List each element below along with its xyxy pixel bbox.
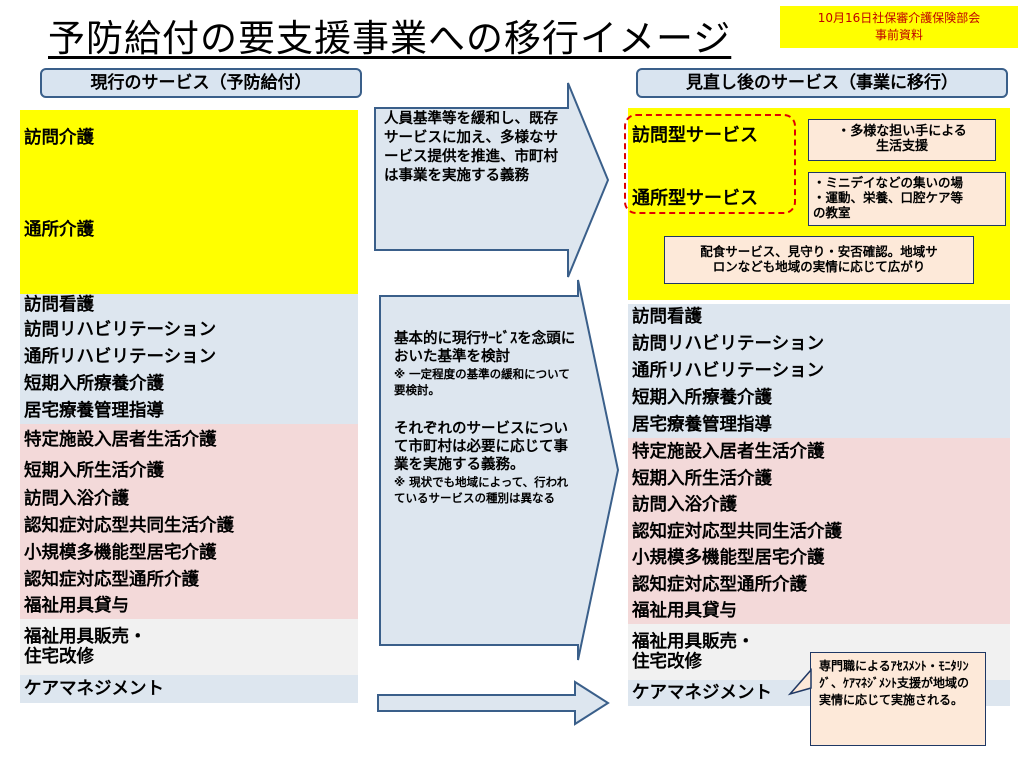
- source-note-line-1: 10月16日社保審介護保険部会: [817, 11, 981, 25]
- current-services-header: 現行のサービス（予防給付）: [40, 68, 362, 98]
- right-service-item: 福祉用具貸与: [628, 598, 1010, 624]
- arrow-middle-p1: 基本的に現行ｻｰﾋﾞｽを念頭においた基準を検討: [394, 331, 576, 365]
- moved-services-dashed-frame: [624, 114, 796, 214]
- left-service-item: 訪問入浴介護: [20, 486, 358, 512]
- left-service-item: 福祉用具販売・ 住宅改修: [20, 619, 358, 675]
- right-service-item: 特定施設入居者生活介護: [628, 438, 1010, 465]
- right-service-item: 訪問リハビリテーション: [628, 330, 1010, 357]
- revised-services-list: 訪問看護訪問リハビリテーション通所リハビリテーション短期入所療養介護居宅療養管理…: [628, 304, 1010, 706]
- page-title: 予防給付の要支援事業への移行イメージ: [48, 17, 732, 60]
- right-service-item: 訪問入浴介護: [628, 492, 1010, 518]
- left-service-item: 認知症対応型通所介護: [20, 566, 358, 593]
- right-service-item: 小規模多機能型居宅介護: [628, 545, 1010, 571]
- right-service-item: 訪問看護: [628, 304, 1010, 330]
- arrow-middle-p1-note: ※ 一定程度の基準の緩和について要検討。: [394, 367, 570, 397]
- arrow-top-text: 人員基準等を緩和し、既存サービスに加え、多様なサービス提供を推進、市町村は事業を…: [384, 111, 558, 184]
- left-service-item: ケアマネジメント: [20, 675, 358, 703]
- left-service-item: 特定施設入居者生活介護: [20, 424, 358, 455]
- callout-diverse-support: ・多様な担い手による 生活支援: [808, 119, 996, 161]
- arrow-middle-p2-note: ※ 現状でも地域によって、行われているサービスの種別は異なる: [394, 475, 569, 505]
- left-service-item: 訪問リハビリテーション: [20, 316, 358, 343]
- arrow-middle-text: 基本的に現行ｻｰﾋﾞｽを念頭においた基準を検討 ※ 一定程度の基準の緩和について…: [394, 330, 576, 506]
- current-services-list: 訪問介護通所介護訪問看護訪問リハビリテーション通所リハビリテーション短期入所療養…: [20, 110, 358, 703]
- left-service-item: 短期入所生活介護: [20, 455, 358, 486]
- right-service-item: 短期入所生活介護: [628, 465, 1010, 492]
- arrow-top: [374, 82, 610, 278]
- source-note: 10月16日社保審介護保険部会 事前資料: [780, 6, 1018, 48]
- right-service-item: 通所リハビリテーション: [628, 357, 1010, 384]
- visit-type-service: 訪問型サービス: [632, 125, 758, 146]
- callout-meal-service: 配食サービス、見守り・安否確認。地域サ ロンなども地域の実情に応じて広がり: [664, 236, 974, 284]
- left-service-item: 通所介護: [20, 166, 358, 294]
- day-type-service: 通所型サービス: [632, 188, 758, 209]
- left-service-item: 居宅療養管理指導: [20, 397, 358, 424]
- left-service-item: 通所リハビリテーション: [20, 343, 358, 370]
- right-service-item: 認知症対応型通所介護: [628, 571, 1010, 598]
- left-service-item: 福祉用具貸与: [20, 593, 358, 619]
- arrow-bottom: [377, 680, 610, 726]
- arrow-middle-p2: それぞれのサービスについて市町村は必要に応じて事業を実施する義務。: [394, 421, 568, 473]
- right-service-item: 居宅療養管理指導: [628, 411, 1010, 438]
- revised-services-header: 見直し後のサービス（事業に移行）: [636, 68, 1008, 98]
- left-service-item: 訪問看護: [20, 294, 358, 316]
- right-service-item: 短期入所療養介護: [628, 384, 1010, 411]
- left-service-item: 訪問介護: [20, 110, 358, 166]
- right-service-item: 認知症対応型共同生活介護: [628, 518, 1010, 545]
- callout-care-management: 専門職によるｱｾｽﾒﾝﾄ・ﾓﾆﾀﾘﾝｸﾞ、ｹｱﾏﾈｼﾞﾒﾝﾄ支援が地域の実情に応…: [810, 652, 986, 746]
- arrow-middle: [379, 279, 620, 661]
- left-service-item: 認知症対応型共同生活介護: [20, 512, 358, 539]
- left-service-item: 短期入所療養介護: [20, 370, 358, 397]
- source-note-line-2: 事前資料: [874, 28, 923, 42]
- left-service-item: 小規模多機能型居宅介護: [20, 539, 358, 566]
- callout-mini-day: ・ミニデイなどの集いの場 ・運動、栄養、口腔ケア等 の教室: [808, 172, 1006, 226]
